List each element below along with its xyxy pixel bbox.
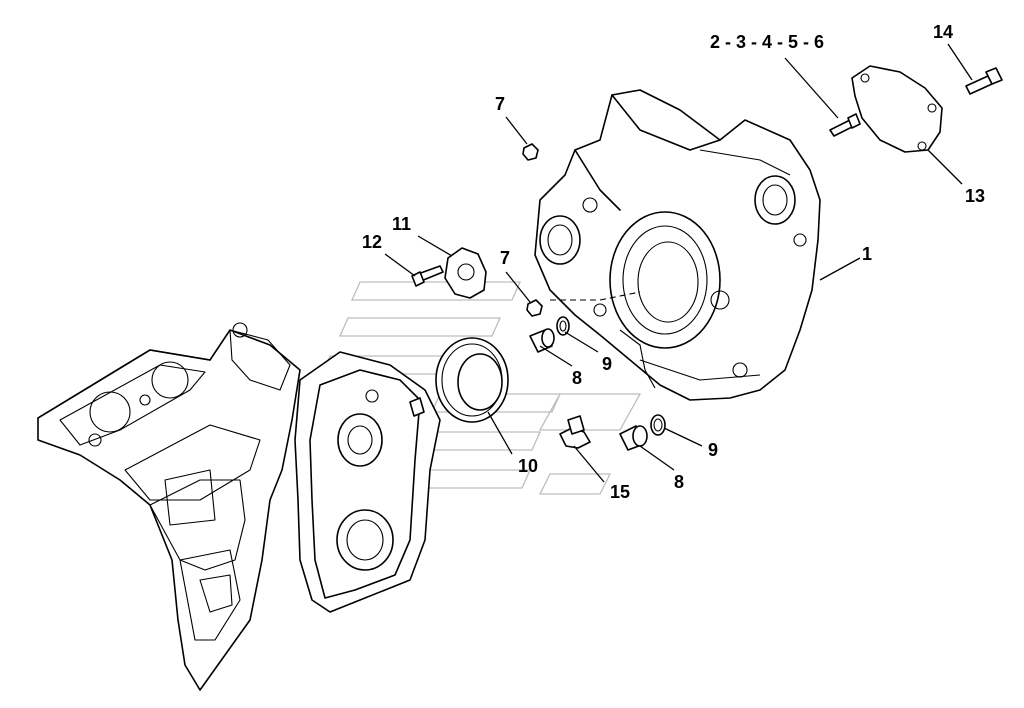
small-cover-plate [444, 247, 487, 299]
bolt-2-6 [829, 113, 861, 137]
engine-block [37, 322, 301, 691]
seal-ring [435, 337, 509, 423]
nut-7-upper [522, 143, 539, 161]
plug-8-upper [529, 328, 555, 353]
callout-9-upper: 9 [602, 354, 612, 374]
leader-lines [384, 43, 973, 483]
o-ring-9-upper [556, 316, 570, 336]
callout-12: 12 [362, 232, 382, 252]
o-ring-9-lower [650, 414, 666, 436]
plug-8-lower [619, 425, 648, 451]
bolt-12 [411, 265, 444, 287]
flywheel-housing [534, 89, 821, 401]
callout-1: 1 [862, 244, 872, 264]
callout-7-lower: 7 [500, 248, 510, 268]
nut-7-lower [526, 299, 543, 317]
callout-labels: 1 2 - 3 - 4 - 5 - 6 7 7 8 8 9 9 10 11 12… [362, 22, 985, 502]
callout-2-6: 2 - 3 - 4 - 5 - 6 [710, 32, 824, 52]
callout-8-lower: 8 [674, 472, 684, 492]
plug-15 [559, 415, 591, 449]
callout-13: 13 [965, 186, 985, 206]
callout-9-lower: 9 [708, 440, 718, 460]
callout-15: 15 [610, 482, 630, 502]
cover-plate-13 [851, 65, 943, 153]
callout-7-upper: 7 [495, 94, 505, 114]
bolt-14 [965, 67, 1003, 95]
callout-8-upper: 8 [572, 368, 582, 388]
callout-11: 11 [392, 214, 411, 234]
callout-14: 14 [933, 22, 953, 42]
callout-10: 10 [518, 456, 538, 476]
gear-housing [294, 351, 441, 613]
